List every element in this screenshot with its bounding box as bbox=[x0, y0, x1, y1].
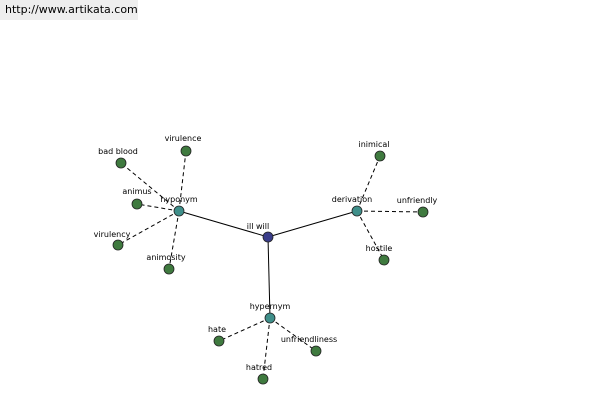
leaf-node-virulence[interactable] bbox=[180, 145, 192, 157]
site-url-watermark[interactable]: http://www.artikata.com bbox=[0, 0, 138, 20]
edge-derivation-hostile bbox=[356, 210, 385, 261]
leaf-label-unfriendliness[interactable]: unfriendliness bbox=[281, 335, 337, 344]
leaf-label-virulency[interactable]: virulency bbox=[94, 230, 131, 239]
edge-derivation-inimical bbox=[356, 155, 381, 212]
graph-labels: ill will hyponym bad blood virulence animus v… bbox=[94, 134, 438, 372]
relation-node-hyponym[interactable] bbox=[173, 205, 185, 217]
center-node[interactable] bbox=[262, 231, 274, 243]
leaf-node-animus[interactable] bbox=[131, 198, 143, 210]
leaf-label-hate[interactable]: hate bbox=[208, 325, 226, 334]
leaf-label-hatred[interactable]: hatred bbox=[246, 363, 272, 372]
leaf-node-animosity[interactable] bbox=[163, 263, 175, 275]
edge-hypernym-hatred bbox=[262, 317, 271, 380]
leaf-node-inimical[interactable] bbox=[374, 150, 386, 162]
edge-hypernym-unfriendliness bbox=[269, 317, 317, 352]
relation-node-derivation[interactable] bbox=[351, 205, 363, 217]
edge-center-hyponym bbox=[178, 210, 269, 238]
leaf-node-hate[interactable] bbox=[213, 335, 225, 347]
edge-hyponym-animus bbox=[136, 203, 180, 212]
relation-label-hyponym[interactable]: hyponym bbox=[160, 195, 198, 204]
leaf-label-animus[interactable]: animus bbox=[122, 187, 151, 196]
leaf-label-inimical[interactable]: inimical bbox=[358, 140, 389, 149]
relation-label-hypernym[interactable]: hypernym bbox=[250, 302, 291, 311]
leaf-node-bad-blood[interactable] bbox=[115, 157, 127, 169]
leaf-label-virulence[interactable]: virulence bbox=[165, 134, 202, 143]
edge-hyponym-bad-blood bbox=[120, 162, 180, 212]
leaf-label-hostile[interactable]: hostile bbox=[366, 244, 393, 253]
edge-hypernym-hate bbox=[218, 317, 271, 342]
edge-center-derivation bbox=[267, 210, 358, 238]
graph-edges bbox=[117, 150, 424, 380]
leaf-node-virulency[interactable] bbox=[112, 239, 124, 251]
leaf-label-bad-blood[interactable]: bad blood bbox=[98, 147, 138, 156]
leaf-node-hatred[interactable] bbox=[257, 373, 269, 385]
relation-node-hypernym[interactable] bbox=[264, 312, 276, 324]
edge-center-hypernym bbox=[267, 236, 271, 319]
graph-nodes bbox=[112, 145, 429, 385]
edge-derivation-unfriendly bbox=[356, 210, 424, 213]
leaf-label-unfriendly[interactable]: unfriendly bbox=[397, 196, 438, 205]
leaf-node-unfriendliness[interactable] bbox=[310, 345, 322, 357]
center-label[interactable]: ill will bbox=[247, 222, 269, 231]
edge-hyponym-virulence bbox=[178, 150, 187, 212]
leaf-label-animosity[interactable]: animosity bbox=[146, 253, 185, 262]
leaf-node-unfriendly[interactable] bbox=[417, 206, 429, 218]
edge-hyponym-animosity bbox=[168, 210, 180, 270]
relation-label-derivation[interactable]: derivation bbox=[332, 195, 372, 204]
edge-hyponym-virulency bbox=[117, 210, 180, 246]
leaf-node-hostile[interactable] bbox=[378, 254, 390, 266]
